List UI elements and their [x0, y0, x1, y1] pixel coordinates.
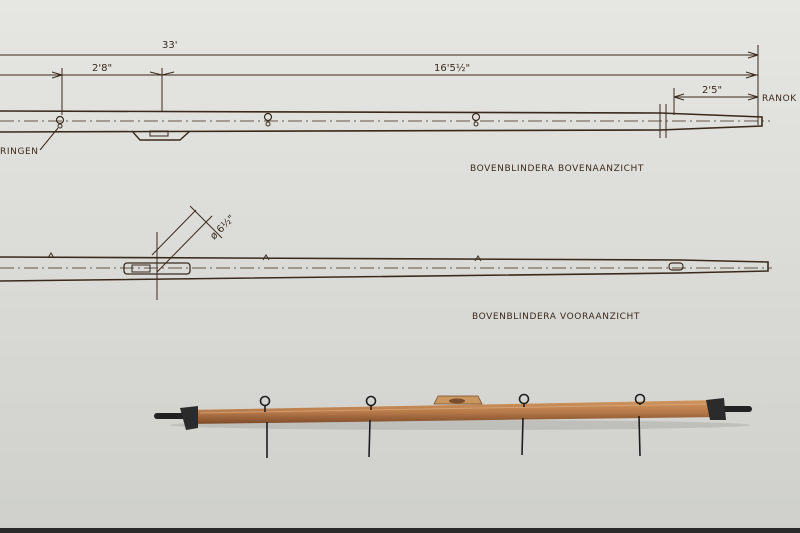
label-ringen: RINGEN	[0, 147, 39, 157]
title-front-view: BOVENBLINDERA VOORAANZICHT	[472, 312, 640, 322]
left-end-fitting	[180, 406, 198, 430]
wooden-spar-model	[154, 393, 752, 458]
eye-bolts	[259, 393, 646, 458]
left-end-pin	[154, 413, 190, 419]
title-top-view: BOVENBLINDERA BOVENAANZICHT	[470, 164, 644, 174]
label-ranok: RANOK	[762, 94, 797, 104]
dim-end: 2'5"	[702, 85, 722, 96]
right-end-fitting	[706, 398, 726, 420]
dim-first: 2'8"	[92, 63, 112, 74]
top-view-drawing	[0, 45, 770, 151]
paper-bottom-edge	[0, 528, 800, 533]
front-view-drawing	[0, 205, 772, 300]
dim-middle: 16'5½"	[434, 62, 470, 74]
dim-overall: 33'	[162, 40, 177, 51]
